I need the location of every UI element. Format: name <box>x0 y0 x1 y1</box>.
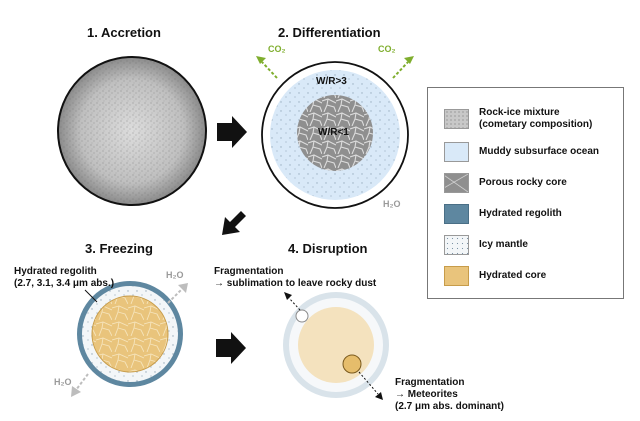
rock-ice-swatch <box>444 109 469 129</box>
h2o-arrowhead-bottom <box>71 386 81 397</box>
fragmentation-bottom-line2: → Meteorites <box>395 389 458 400</box>
co2-arrowhead-right <box>404 56 414 64</box>
legend-label-muddy: Muddy subsurface ocean <box>479 146 600 157</box>
regolith-pointer <box>84 289 98 303</box>
legend-item-muddy: Muddy subsurface ocean <box>444 141 599 163</box>
stage-title-differentiation: 2. Differentiation <box>278 25 381 40</box>
fragmentation-bottom-line1: Fragmentation <box>395 377 465 388</box>
disruption-sphere <box>283 292 389 398</box>
stage-title-disruption: 4. Disruption <box>288 241 368 256</box>
icy-swatch <box>444 235 469 255</box>
regolith-annotation: Hydrated regolith (2.7, 3.1, 3.4 μm abs.… <box>14 266 114 290</box>
regolith-swatch <box>444 204 469 224</box>
arrow-freezing-to-disruption <box>216 332 246 364</box>
legend-label-regolith: Hydrated regolith <box>479 208 562 219</box>
arrow-differentiation-to-freezing <box>222 211 246 235</box>
stage-title-accretion: 1. Accretion <box>87 25 161 40</box>
legend-label-core: Hydrated core <box>479 270 547 281</box>
fragmentation-top-line1: Fragmentation <box>214 266 284 277</box>
co2-label-left: CO₂ <box>268 44 286 54</box>
legend-item-regolith: Hydrated regolith <box>444 203 562 225</box>
regolith-annotation-line1: Hydrated regolith <box>14 266 97 277</box>
stage-title-freezing: 3. Freezing <box>85 241 153 256</box>
frag-bottom-pointer <box>358 371 379 395</box>
h2o-arrowhead-top <box>178 283 188 293</box>
muddy-swatch <box>444 142 469 162</box>
h2o-label-freezing-top: H₂O <box>166 270 184 280</box>
frag-bottom-arrowhead <box>375 392 383 400</box>
h2o-label-differentiation: H₂O <box>383 199 401 209</box>
legend-item-icy: Icy mantle <box>444 234 528 256</box>
legend-label-porous: Porous rocky core <box>479 177 567 188</box>
legend-item-rock-ice: Rock-ice mixture (cometary composition) <box>444 107 593 130</box>
freezing-sphere <box>77 281 183 387</box>
fragmentation-top-line2: → sublimation to leave rocky dust <box>214 278 377 289</box>
co2-arrow-left <box>261 61 278 79</box>
legend: Rock-ice mixture (cometary composition) … <box>427 87 624 299</box>
regolith-annotation-line2: (2.7, 3.1, 3.4 μm abs.) <box>14 278 115 289</box>
legend-item-porous: Porous rocky core <box>444 172 567 194</box>
co2-label-right: CO₂ <box>378 44 396 54</box>
frag-top-arrowhead <box>284 292 292 300</box>
fragmentation-bottom-annotation: Fragmentation → Meteorites (2.7 μm abs. … <box>395 377 504 413</box>
legend-label-rock-ice-line2: (cometary composition) <box>479 119 593 130</box>
legend-item-core: Hydrated core <box>444 265 546 287</box>
legend-label-rock-ice-line1: Rock-ice mixture <box>479 107 560 118</box>
arrow-accretion-to-differentiation <box>217 116 247 148</box>
wr-low-label: W/R<1 <box>318 127 349 138</box>
h2o-arrow-top <box>167 288 183 304</box>
h2o-label-freezing-bottom: H₂O <box>54 377 72 387</box>
accretion-sphere <box>57 56 207 206</box>
core-swatch <box>444 266 469 286</box>
legend-label-icy: Icy mantle <box>479 239 528 250</box>
h2o-arrow-bottom <box>75 373 89 391</box>
frag-top-pointer <box>288 297 301 311</box>
porous-swatch <box>444 173 469 193</box>
co2-arrow-right <box>392 61 409 79</box>
co2-arrowhead-left <box>256 56 266 64</box>
fragmentation-bottom-line3: (2.7 μm abs. dominant) <box>395 401 504 412</box>
differentiation-sphere <box>261 61 409 209</box>
wr-high-label: W/R>3 <box>316 76 347 87</box>
fragmentation-top-annotation: Fragmentation → sublimation to leave roc… <box>214 266 376 290</box>
